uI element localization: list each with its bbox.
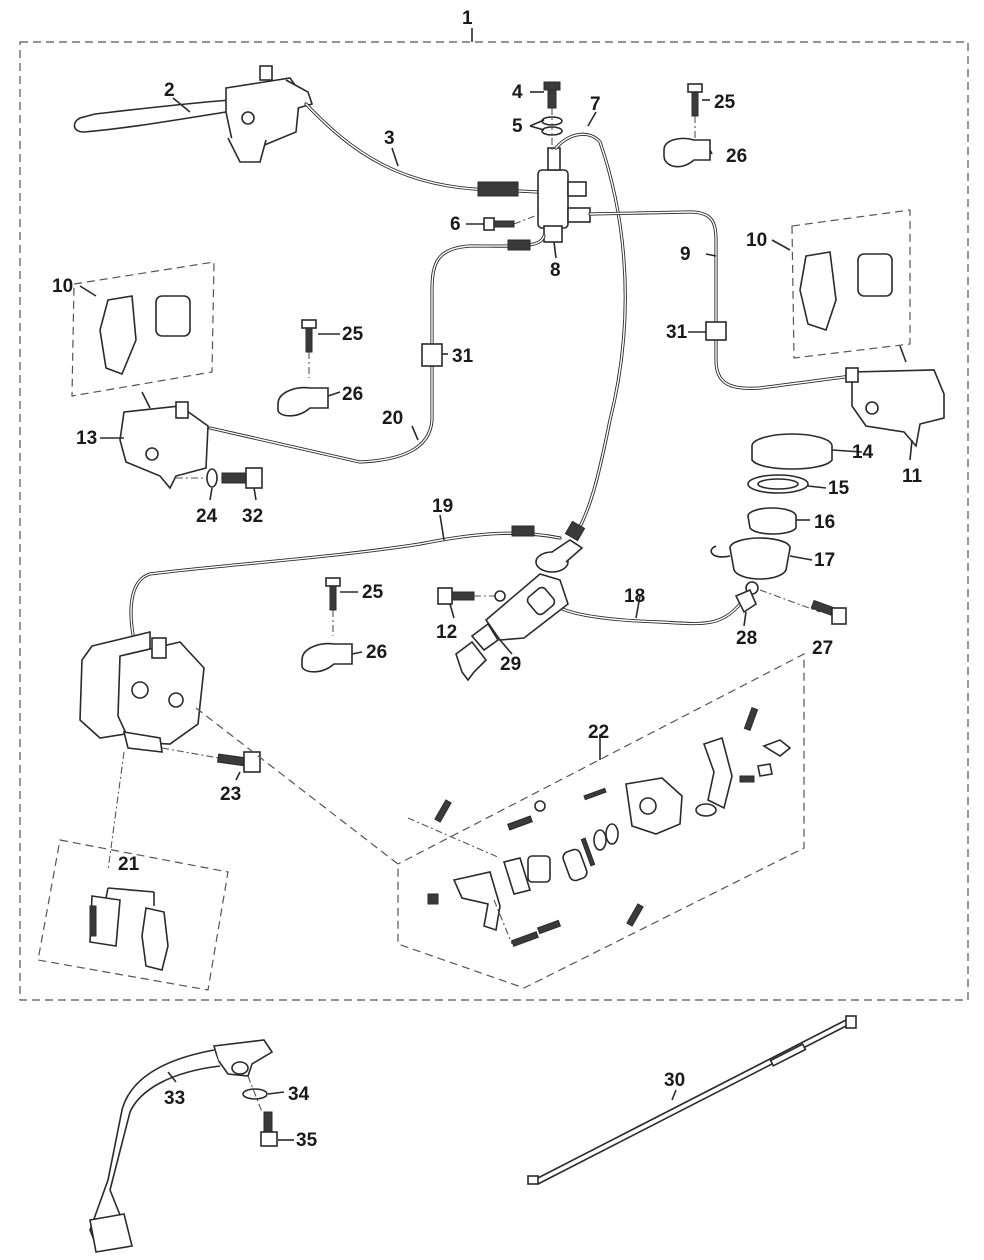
leader-lines [79,91,913,1141]
callout-25-top: 25 [714,92,736,113]
callout-17: 17 [814,550,835,571]
pad-plate-right [799,251,837,332]
callout-8: 8 [550,260,561,281]
bolt-32 [221,467,263,489]
grommet-31a [421,343,443,367]
banjo-bolt-4 [543,81,561,109]
brake-hose-20 [208,234,546,464]
brake-pad-left [155,295,191,337]
callout-26-top: 26 [726,146,747,167]
bolt-23 [217,751,261,773]
callout-19: 19 [432,496,453,517]
washer-24 [206,468,218,488]
bolt-35 [260,1111,278,1147]
parking-brake-cable [527,1015,857,1185]
reservoir-17 [710,537,791,595]
callout-18: 18 [624,586,645,607]
assembly-frame [19,41,969,1001]
callout-27: 27 [812,638,833,659]
clip-bolt-set-center [301,577,353,673]
brake-hose-18 [554,602,742,626]
callout-34: 34 [288,1084,310,1105]
rear-caliper [79,630,205,753]
front-caliper-left [119,401,209,490]
callout-9: 9 [680,244,691,265]
bolt-6 [483,217,515,231]
callout-32: 32 [242,506,263,527]
callout-21: 21 [118,854,140,875]
callout-26-center: 26 [366,642,387,663]
callout-31-right: 31 [666,322,688,343]
callout-30: 30 [664,1070,685,1091]
callout-7: 7 [590,94,601,115]
callout-20: 20 [382,408,403,429]
pad-plate-left [99,295,137,376]
clip-bolt-set-left [277,319,329,417]
callout-23: 23 [220,784,241,805]
clip-bolt-set-top-right [663,83,711,168]
brake-lever-assembly [73,65,314,163]
callout-28: 28 [736,628,757,649]
callout-11: 11 [902,466,923,487]
brake-pad-right [857,253,893,297]
callout-35: 35 [296,1130,318,1151]
callout-10-right: 10 [746,230,767,251]
callout-33: 33 [164,1088,185,1109]
screw-27 [810,599,847,625]
callout-6: 6 [450,214,461,235]
callout-31-left: 31 [452,346,474,367]
callout-2: 2 [164,80,175,101]
callout-16: 16 [814,512,835,533]
rear-master-cylinder [455,539,584,682]
callout-5: 5 [512,116,523,137]
callout-22: 22 [588,722,609,743]
callout-1: 1 [462,8,473,29]
callout-29: 29 [500,654,521,675]
caliper-exploded-detail [427,706,792,947]
brake-hose-3 [304,102,540,194]
brake-pedal [89,1039,274,1253]
callout-25-left: 25 [342,324,364,345]
grommet-31b [705,321,727,341]
callout-25-center: 25 [362,582,384,603]
callout-10-left: 10 [52,276,73,297]
brake-splitter-block [537,147,591,243]
callout-4: 4 [512,82,523,103]
callout-14: 14 [852,442,874,463]
callouts: 1 2 3 4 5 6 7 8 9 10 10 11 12 13 14 15 1… [52,8,923,1151]
callout-13: 13 [76,428,97,449]
callout-15: 15 [828,478,850,499]
callout-3: 3 [384,128,395,149]
rear-pad-b [141,907,169,971]
front-caliper-right [845,367,945,448]
hose-clamp-28 [734,588,757,614]
callout-26-left: 26 [342,384,363,405]
callout-24: 24 [196,506,218,527]
bolt-12 [437,587,475,605]
callout-12: 12 [436,622,457,643]
